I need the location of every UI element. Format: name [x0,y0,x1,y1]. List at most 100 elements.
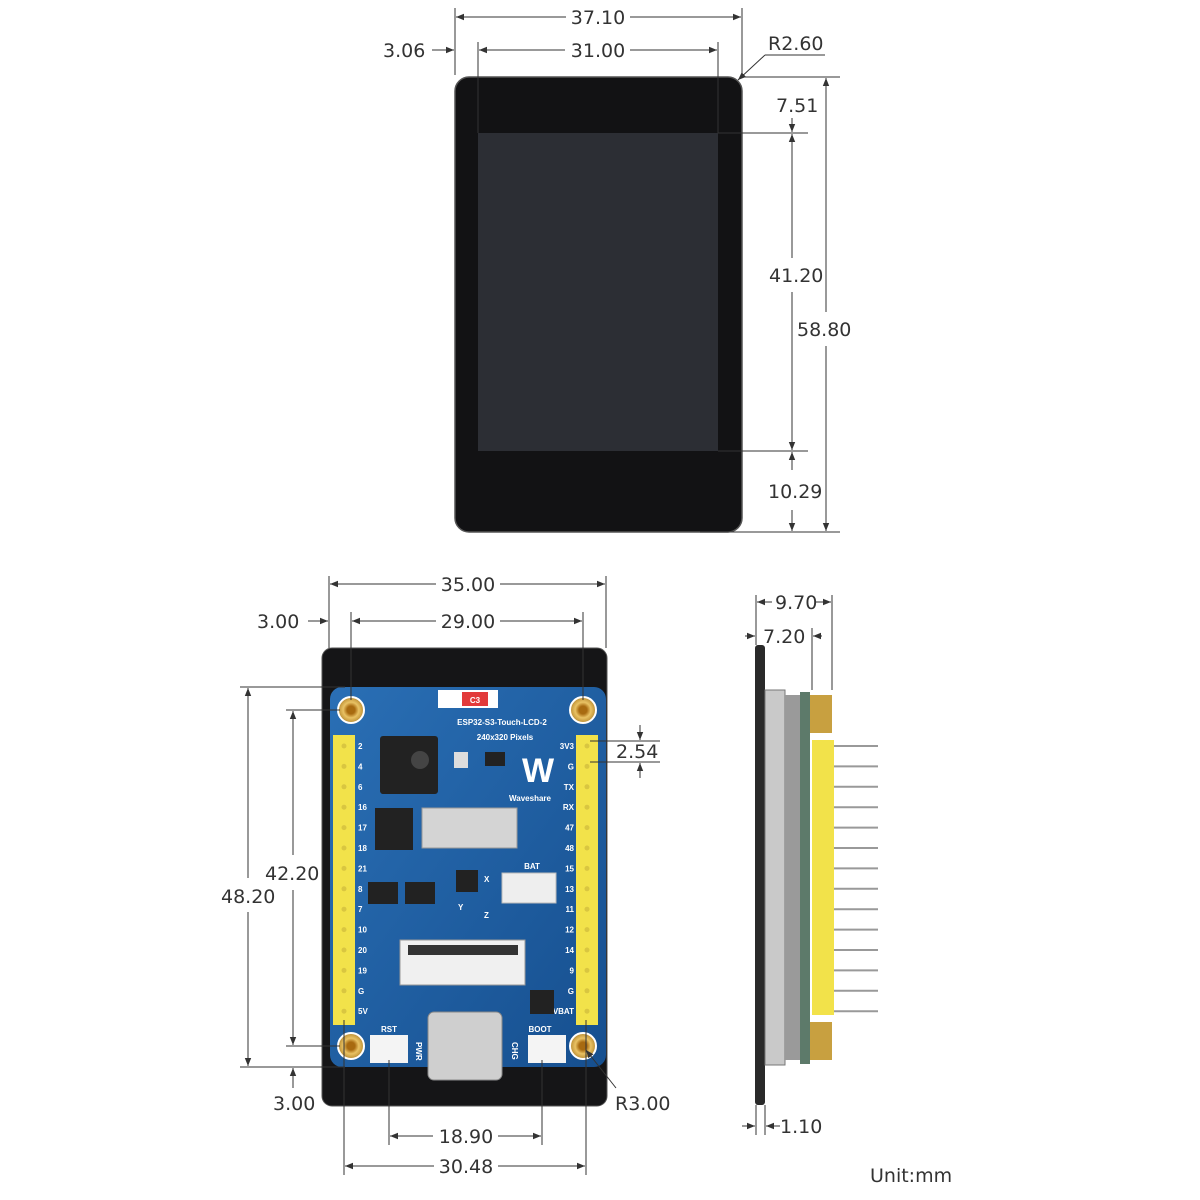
board-name: ESP32-S3-Touch-LCD-2 [457,718,547,727]
header-pin [341,967,347,973]
left-pin-label: 17 [358,824,367,833]
header-pin [341,804,347,810]
rst-label: RST [381,1025,397,1034]
bat-label: BAT [524,862,540,871]
header-pin [584,865,590,871]
dim-display-height: 58.80 [797,319,851,341]
header-pin [584,763,590,769]
header-pin [584,784,590,790]
display-screen [478,133,718,451]
right-pin-label: 47 [565,824,574,833]
left-pin-label: 7 [358,905,363,914]
right-pin-label: G [568,762,574,771]
dim-screen-height: 41.20 [769,265,823,287]
sd-card-slot [421,807,518,849]
boot-label: BOOT [528,1025,551,1034]
header-pin [584,743,590,749]
dim-board-width: 35.00 [441,574,495,596]
side-pin-header [812,740,834,1015]
left-pin-label: 10 [358,926,367,935]
pwr-label: PWR [414,1042,423,1061]
header-pin [341,886,347,892]
brand-label: Waveshare [509,794,552,803]
header-pin [584,988,590,994]
header-pin [341,743,347,749]
dim-pin-pitch: 2.54 [616,741,658,763]
chg-label: CHG [510,1042,519,1060]
flash-chip [375,808,413,850]
waveshare-logo: W [522,752,555,790]
right-pin-label: 3V3 [560,742,575,751]
header-pin [341,865,347,871]
left-pin-label: 18 [358,844,367,853]
ic-label: C3 [470,696,481,705]
dim-board-depth: 7.20 [763,626,805,648]
right-pin-label: 48 [565,844,574,853]
right-pin-label: 15 [565,864,574,873]
imu-chip [456,870,478,892]
left-pin-label: 6 [358,783,363,792]
axis-z-label: Z [484,911,489,920]
header-pin [341,906,347,912]
dim-display-width: 37.10 [571,7,625,29]
right-pin-label: 14 [565,946,574,955]
side-pcb [800,692,810,1064]
header-pin [341,988,347,994]
left-pin-label: G [358,987,364,996]
left-pin-header [333,735,355,1025]
header-pin [341,784,347,790]
header-pin [584,845,590,851]
header-pin [584,967,590,973]
dim-screen-width: 31.00 [571,40,625,62]
right-pin-label: G [568,987,574,996]
left-pin-label: 19 [358,966,367,975]
header-pin [584,804,590,810]
left-pin-label: 2 [358,742,363,751]
right-pin-label: 11 [566,905,575,914]
dim-hole-spacing-y: 42.20 [265,863,319,885]
header-pin [584,1008,590,1014]
header-pin [584,825,590,831]
side-frame [785,695,800,1060]
header-pin [584,886,590,892]
dim-board-height: 48.20 [221,886,275,908]
axis-y-label: Y [458,903,464,912]
dim-top-bezel: 7.51 [776,95,818,117]
left-pin-label: 20 [358,946,367,955]
side-lcd-module [764,689,786,1066]
header-pin [341,845,347,851]
right-pin-label: VBAT [553,1007,574,1016]
dim-hole-radius: R3.00 [615,1093,671,1115]
boot-button [528,1035,566,1063]
left-pin-label: 8 [358,885,363,894]
right-pin-label: 12 [565,926,574,935]
mounting-holes [337,696,597,1060]
dim-button-spacing: 18.90 [439,1126,493,1148]
dim-board-offset-bottom: 3.00 [273,1093,315,1115]
right-pin-label: 13 [565,885,574,894]
header-pin [584,927,590,933]
header-pin [341,947,347,953]
right-pin-header [576,735,598,1025]
right-pin-label: RX [563,803,575,812]
rst-button [370,1035,408,1063]
dim-board-offset-left: 3.00 [257,611,299,633]
display-front-view: 37.10 31.00 3.06 R2.60 7.51 41.20 10.29 … [383,7,851,533]
unit-label: Unit:mm [870,1165,952,1187]
left-pin-label: 16 [358,803,367,812]
header-pin [584,906,590,912]
usb-c-port [427,1011,503,1081]
left-pin-label: 5V [358,1007,368,1016]
board-back-view: 2461617182187102019G5V3V3GTXRX4748151311… [221,574,671,1178]
resolution-label: 240x320 Pixels [477,733,534,742]
side-view: 9.70 7.20 1.10 [742,592,878,1138]
header-pin [341,1008,347,1014]
header-pin [341,763,347,769]
dim-bottom-bezel: 10.29 [768,481,822,503]
battery-connector [501,872,557,904]
dim-total-depth: 9.70 [775,592,817,614]
axis-x-label: X [484,875,490,884]
dim-display-offset: 3.06 [383,40,425,62]
